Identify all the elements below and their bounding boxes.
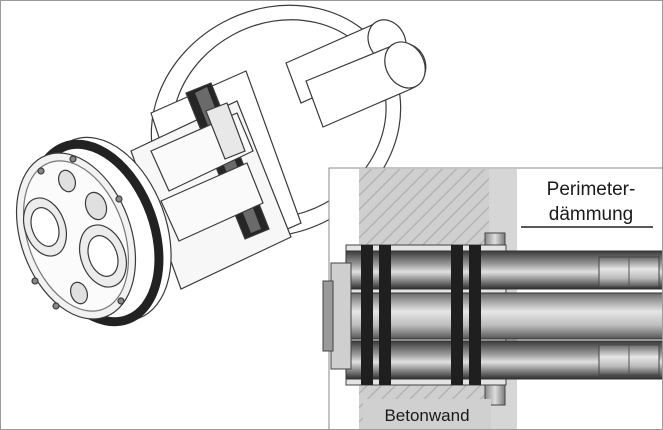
isometric-sleeve bbox=[15, 4, 427, 327]
front-face-plate bbox=[15, 152, 137, 320]
label-wall: Betonwand bbox=[384, 406, 469, 425]
label-insulation-line1: Perimeter- bbox=[547, 179, 636, 200]
label-insulation-line2: dämmung bbox=[549, 204, 634, 225]
seal-section-2 bbox=[379, 245, 391, 385]
seal-section-3 bbox=[451, 245, 463, 385]
section-view: Perimeter- dämmung Betonwand bbox=[322, 167, 662, 429]
seal-section-1 bbox=[361, 245, 373, 385]
seal-section-4 bbox=[469, 245, 481, 385]
pipe-middle bbox=[345, 292, 662, 340]
